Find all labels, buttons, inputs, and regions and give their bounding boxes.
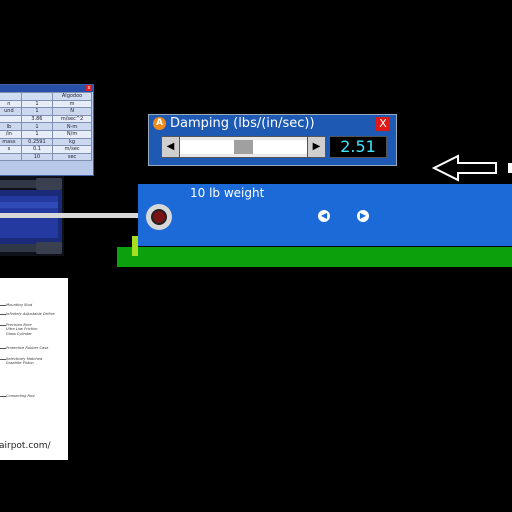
units-table-cell: s [0,145,22,154]
diagram-callout: Selectively Matched [6,357,43,361]
diagram-url: airpot.com/ [0,441,51,451]
diagram-callout: Graphite Piston [6,361,34,365]
pivot-center [151,209,167,225]
units-table-cell: m/sec [52,145,92,154]
algodoo-logo-icon: A [153,117,166,130]
callout-leader-line [0,325,6,326]
units-table-cell: /in [0,129,22,139]
diagram-callout: Protective Rubber Case [6,346,49,350]
units-table-cell: 1 [20,129,54,139]
ground-plane [117,247,512,267]
diagram-callout: Precision Bore [6,323,32,327]
units-table-cell: 0.2591 [20,137,54,147]
damping-control-window: A Damping (lbs/(in/sec)) X ◀ ▶ 2.51 [148,114,397,166]
units-table-cell: 3.86 [20,114,54,124]
units-table-titlebar: x [0,85,93,92]
units-header-cell [0,92,22,101]
callout-leader-line [0,396,6,397]
units-table-cell: 1 [20,99,54,109]
weight-block[interactable]: 10 lb weight ◀ ▶ [138,184,512,246]
weight-label: 10 lb weight [190,186,265,200]
arrow-left-icon [432,154,512,182]
damping-value-display: 2.51 [329,136,387,158]
units-table-cell: N-m [52,122,92,131]
connecting-rod [0,213,150,218]
callout-leader-line [0,359,6,360]
units-header-cell [20,92,54,101]
units-table-cell: mass [0,137,22,147]
units-table-cell: m [52,99,92,109]
diagram-callout: Mounting Stud [6,303,33,307]
units-table-header: Algodoo [0,92,92,101]
next-button[interactable]: ▶ [357,210,369,222]
units-table-cell: sec [52,152,92,162]
diagram-callout: Connecting Rod [6,394,35,398]
diagram-callout: Ultra Low Friction [6,327,38,331]
units-table-cell: 10 [20,152,54,162]
diagram-callout: Glass Cylinder [6,332,32,336]
slider-track[interactable] [180,140,307,154]
slider-increase-button[interactable]: ▶ [307,137,325,157]
callout-leader-line [0,305,6,306]
units-table-close-button[interactable]: x [86,85,92,91]
damping-slider[interactable]: ◀ ▶ [161,136,326,158]
units-table-cell: n [0,99,22,109]
diagram-callout: Infinitely Adjustable Orifice [6,312,55,316]
units-header-cell: Algodoo [52,92,92,101]
units-table-cell: und [0,107,22,116]
units-table-cell: m/sec^2 [52,114,92,124]
units-table-cell: 1 [20,122,54,131]
callout-leader-line [0,314,6,315]
units-table-cell [0,114,22,124]
slider-thumb[interactable] [234,140,253,154]
pivot-joint-icon[interactable] [146,204,172,230]
damping-close-button[interactable]: X [376,117,390,131]
units-table-cell: lb [0,122,22,131]
units-table-cell: N/m [52,129,92,139]
position-marker [132,236,138,256]
damping-title: Damping (lbs/(in/sec)) [170,116,315,131]
callout-leader-line [0,348,6,349]
units-table-cell: N [52,107,92,116]
units-table-cell: 0.1 [20,145,54,154]
units-table-cell [0,152,22,162]
units-table-cell: 1 [20,107,54,116]
slider-decrease-button[interactable]: ◀ [162,137,180,157]
units-table-cell: kg [52,137,92,147]
previous-button[interactable]: ◀ [318,210,330,222]
